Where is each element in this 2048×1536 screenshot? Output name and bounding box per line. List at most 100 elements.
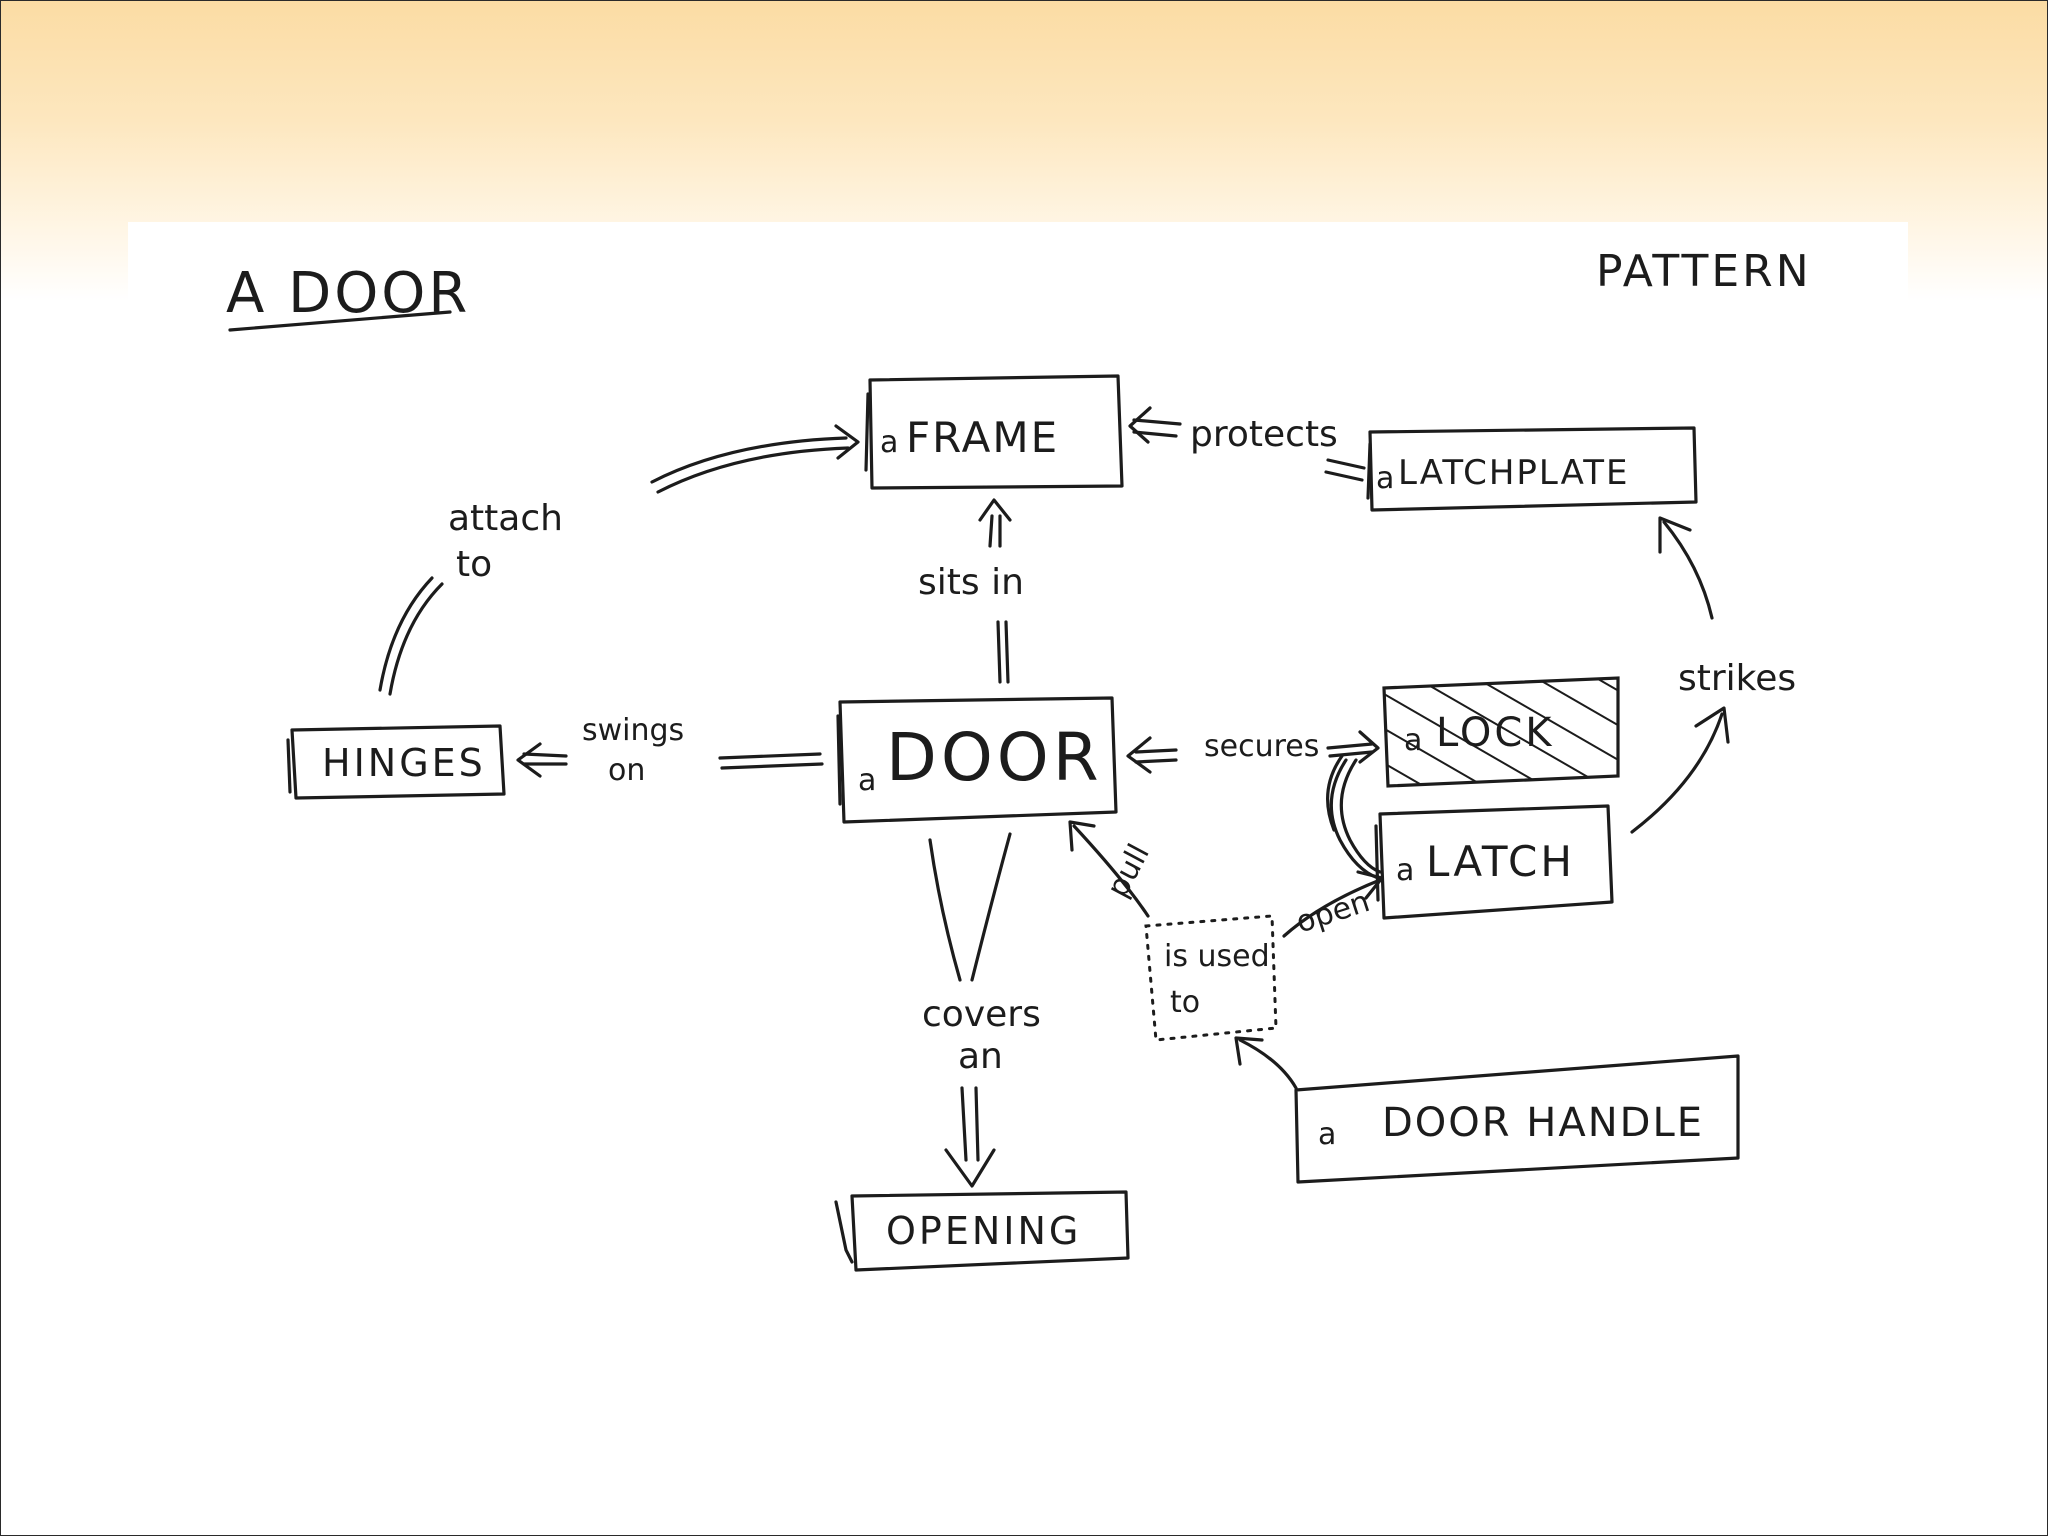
node-opening-tick <box>834 1200 854 1264</box>
title-text: A DOOR <box>226 261 470 326</box>
node-latchplate-article: a <box>1376 461 1394 496</box>
edge-sits-in-label: sits in <box>918 562 1024 603</box>
edge-swings-on-arrowhead <box>516 742 542 778</box>
node-is-used-to: is used to <box>1144 914 1278 1042</box>
edge-strikes-upper-arrowhead <box>1658 516 1692 554</box>
node-hinges-outline <box>290 724 506 800</box>
edge-covers-an: covers an <box>922 832 1041 1188</box>
edge-secures-right-b <box>1328 750 1374 758</box>
edge-lock-latch <box>1326 754 1382 880</box>
edge-attach-to-lower-b <box>388 582 444 696</box>
edge-open-line <box>1282 878 1382 938</box>
edge-protects-line-b <box>1324 470 1364 482</box>
edge-protects-stub-b <box>1132 430 1178 438</box>
node-latch-outline <box>1378 804 1614 920</box>
edge-protects-label: protects <box>1190 414 1338 455</box>
node-frame-outline <box>868 374 1124 490</box>
node-frame-label: FRAME <box>906 413 1059 462</box>
node-door: a DOOR <box>836 696 1118 824</box>
node-door-tick <box>836 714 842 806</box>
edge-secures-right-a <box>1326 742 1374 750</box>
diagram-title: A DOOR <box>226 261 470 332</box>
edge-attach-to-upper-b <box>656 446 850 494</box>
edge-handle-used <box>1234 1036 1298 1090</box>
node-frame-article: a <box>880 425 898 460</box>
edge-sits-in-lower-b <box>1004 620 1010 684</box>
edge-protects-arrowhead <box>1128 406 1152 444</box>
edge-swings-on: swings on <box>516 713 824 788</box>
node-hinges-tick <box>286 738 292 794</box>
edge-secures-label: secures <box>1204 729 1319 764</box>
edge-secures: secures <box>1126 729 1380 774</box>
edge-strikes-lower-arrowhead <box>1694 706 1730 744</box>
edge-covers-an-left <box>928 838 962 982</box>
node-hinges: HINGES <box>286 724 506 800</box>
edge-secures-arrowhead <box>1126 736 1152 774</box>
edge-open-label: open <box>1292 884 1374 940</box>
node-opening-outline <box>850 1190 1130 1272</box>
edge-handle-used-line <box>1238 1038 1298 1090</box>
node-door-handle: a DOOR HANDLE <box>1294 1054 1740 1184</box>
edge-swings-on-line-b <box>720 762 824 770</box>
node-door-label: DOOR <box>886 719 1103 796</box>
node-lock-article: a <box>1404 723 1422 758</box>
edge-strikes-upper <box>1662 520 1714 620</box>
edge-secures-right-arrowhead <box>1358 730 1380 764</box>
edge-pull-arrowhead <box>1068 820 1096 852</box>
edge-handle-used-arrowhead <box>1234 1036 1264 1066</box>
edge-sits-in-arrowhead <box>978 498 1012 522</box>
edge-secures-stub-a <box>1134 748 1178 754</box>
edge-swings-on-line-a <box>718 752 822 760</box>
edge-covers-an-label-1: covers <box>922 994 1041 1035</box>
node-lock: a LOCK <box>1382 676 1620 788</box>
edge-open: open <box>1282 870 1384 941</box>
node-opening: OPENING <box>834 1190 1130 1272</box>
edge-attach-to-lower-a <box>378 576 434 692</box>
title-underline <box>228 310 452 332</box>
edge-open-arrowhead <box>1356 870 1384 900</box>
edge-protects-line-a <box>1326 458 1366 470</box>
node-is-used-to-line1: is used <box>1164 939 1270 974</box>
edge-lock-latch-a <box>1329 758 1380 880</box>
node-latch-tick <box>1374 824 1380 902</box>
edge-pull-label: pull <box>1100 839 1157 904</box>
node-hinges-label: HINGES <box>322 741 486 785</box>
edge-lock-latch-c <box>1326 754 1344 832</box>
pattern-label: PATTERN <box>1596 246 1812 297</box>
edge-sits-in: sits in <box>918 498 1024 684</box>
node-latchplate: a LATCHPLATE <box>1366 426 1698 512</box>
edge-attach-to-arrowhead <box>834 424 860 460</box>
node-door-handle-label: DOOR HANDLE <box>1382 1100 1704 1146</box>
edge-attach-to-upper-a <box>650 436 848 484</box>
edge-covers-an-label-2: an <box>958 1036 1003 1077</box>
edge-attach-to: attach to <box>378 424 860 696</box>
node-opening-label: OPENING <box>886 1209 1081 1253</box>
edge-lock-latch-b <box>1339 758 1382 874</box>
edge-protects: protects <box>1128 406 1366 482</box>
node-latchplate-tick <box>1366 442 1372 500</box>
edge-swings-on-stub-a <box>522 752 568 758</box>
edge-strikes: strikes <box>1630 516 1796 834</box>
node-door-outline <box>838 696 1118 824</box>
node-latchplate-outline <box>1368 426 1698 512</box>
node-lock-label: LOCK <box>1436 710 1555 756</box>
edge-strikes-lower <box>1630 712 1724 834</box>
edge-covers-an-stem-b <box>974 1086 980 1162</box>
edge-swings-on-label-1: swings <box>582 713 684 748</box>
edge-pull-line <box>1072 824 1150 918</box>
node-latch-article: a <box>1396 853 1414 888</box>
edge-pull: pull <box>1068 820 1157 918</box>
node-frame: a FRAME <box>864 374 1124 490</box>
edge-sits-in-upper-a <box>988 514 994 548</box>
edge-swings-on-label-2: on <box>608 753 645 788</box>
node-latchplate-label: LATCHPLATE <box>1398 453 1630 493</box>
edge-protects-stub-a <box>1132 418 1182 426</box>
node-lock-outline <box>1382 676 1620 788</box>
node-door-handle-article: a <box>1318 1117 1336 1152</box>
edge-attach-to-label-1: attach <box>448 498 563 539</box>
node-door-article: a <box>858 763 876 798</box>
node-latch-label: LATCH <box>1426 837 1575 886</box>
edge-secures-stub-b <box>1134 758 1178 764</box>
node-latch: a LATCH <box>1374 804 1614 920</box>
